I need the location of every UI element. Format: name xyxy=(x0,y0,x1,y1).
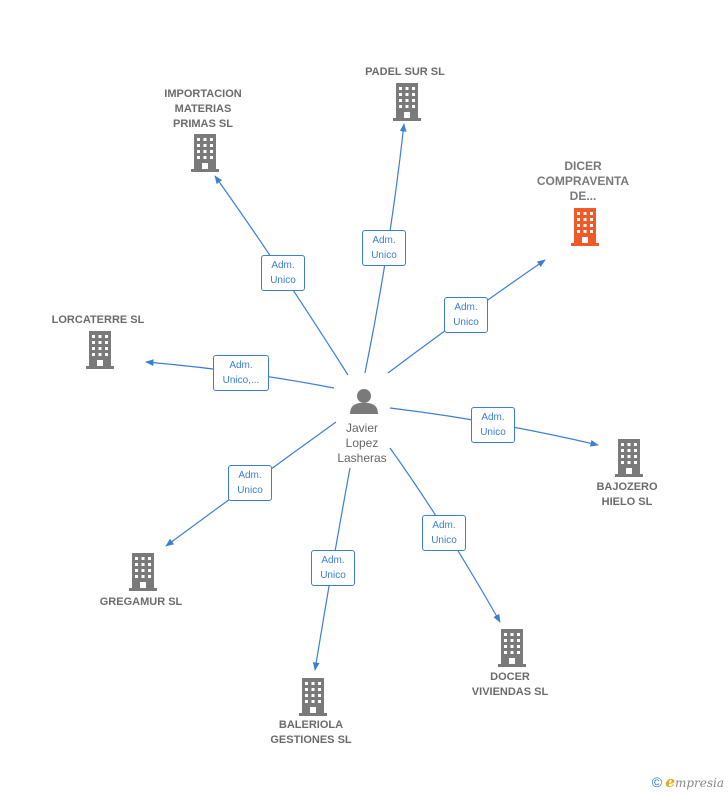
role-label-bajozero: Adm. Unico xyxy=(471,407,515,443)
building-icon[interactable] xyxy=(299,678,327,716)
building-icon[interactable] xyxy=(86,331,114,369)
building-icon[interactable] xyxy=(129,553,157,591)
role-label-docer: Adm. Unico xyxy=(422,515,466,551)
company-label-docer[interactable]: DOCER VIVIENDAS SL xyxy=(471,671,549,698)
copyright-icon: © xyxy=(651,774,663,790)
brand-logo[interactable]: empresia xyxy=(665,773,724,791)
footer: © empresia xyxy=(652,773,724,791)
company-label-baleriola[interactable]: BALERIOLA GESTIONES SL xyxy=(270,719,352,746)
role-label-gregamur: Adm. Unico xyxy=(228,465,272,501)
company-label-lorcaterre[interactable]: LORCATERRE SL xyxy=(51,313,145,326)
role-label-padel: Adm. Unico xyxy=(362,230,406,266)
person-icon[interactable] xyxy=(350,389,378,414)
company-label-padel[interactable]: PADEL SUR SL xyxy=(365,65,445,78)
company-label-gregamur[interactable]: GREGAMUR SL xyxy=(99,595,183,608)
building-icon[interactable] xyxy=(571,208,599,246)
building-icon[interactable] xyxy=(191,134,219,172)
role-label-lorcaterre: Adm. Unico,... xyxy=(213,355,269,391)
company-label-importacion[interactable]: IMPORTACION MATERIAS PRIMAS SL xyxy=(164,87,242,130)
company-label-bajozero[interactable]: BAJOZERO HIELO SL xyxy=(596,481,658,508)
role-label-importacion: Adm. Unico xyxy=(261,255,305,291)
building-icon[interactable] xyxy=(615,439,643,477)
company-label-dicer[interactable]: DICER COMPRAVENTA DE... xyxy=(536,158,630,203)
role-label-baleriola: Adm. Unico xyxy=(311,550,355,586)
building-icon[interactable] xyxy=(498,629,526,667)
person-label[interactable]: Javier Lopez Lasheras xyxy=(337,421,387,465)
building-icon[interactable] xyxy=(393,83,421,121)
role-label-dicer: Adm. Unico xyxy=(444,297,488,333)
